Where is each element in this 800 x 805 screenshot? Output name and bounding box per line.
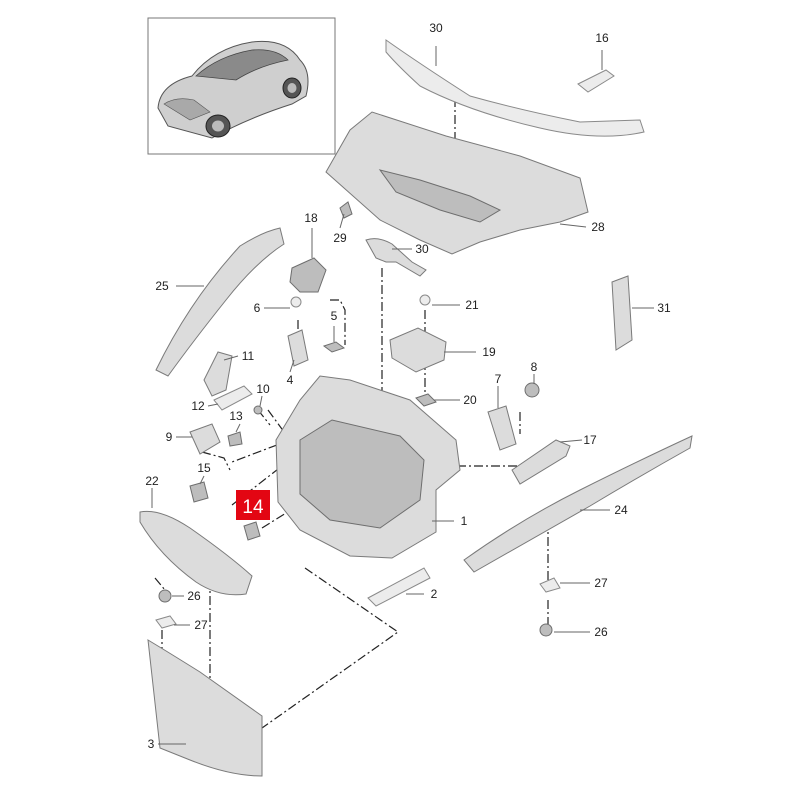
part-3-panel <box>147 639 263 777</box>
callout-10[interactable]: 10 <box>256 382 270 396</box>
part-9-latch <box>189 423 221 455</box>
part-19-support <box>389 327 447 373</box>
callout-16[interactable]: 16 <box>595 31 609 45</box>
callout-9[interactable]: 9 <box>166 430 173 444</box>
callout-5[interactable]: 5 <box>331 309 338 323</box>
callout-24[interactable]: 24 <box>614 503 628 517</box>
callout-8[interactable]: 8 <box>531 360 538 374</box>
part-25-side-trim <box>155 227 285 377</box>
part-6-screw <box>290 296 302 308</box>
part-12-plate <box>213 385 253 411</box>
highlighted-callout-14[interactable]: 14 <box>236 490 270 520</box>
callout-31[interactable]: 31 <box>657 301 671 315</box>
callout-25[interactable]: 25 <box>155 279 169 293</box>
part-30-lower-bracket <box>365 238 427 277</box>
callout-11[interactable]: 11 <box>242 349 255 363</box>
callout-14-label[interactable]: 14 <box>242 497 264 518</box>
callout-22[interactable]: 22 <box>145 474 159 488</box>
callout-4[interactable]: 4 <box>287 373 294 387</box>
callout-7[interactable]: 7 <box>495 372 502 386</box>
part-18-latch <box>289 257 327 293</box>
part-15-bracket <box>189 481 209 503</box>
part-29-clip <box>339 201 353 219</box>
part-26-fastener-right <box>539 623 553 637</box>
part-24-side-trim <box>463 435 693 573</box>
part-17-trim <box>511 439 571 485</box>
callout-15[interactable]: 15 <box>197 461 211 475</box>
callout-30-lower[interactable]: 30 <box>415 242 429 256</box>
part-26-fastener-left <box>158 589 172 603</box>
callout-17[interactable]: 17 <box>583 433 597 447</box>
part-16-bracket <box>577 69 615 93</box>
callout-19[interactable]: 19 <box>482 345 496 359</box>
part-1-luggage-tub-floor <box>299 419 425 529</box>
callout-12[interactable]: 12 <box>191 399 205 413</box>
part-8-grommet <box>524 382 540 398</box>
callout-21[interactable]: 21 <box>465 298 479 312</box>
part-10-screw <box>253 405 263 415</box>
vehicle-thumbnail <box>147 17 336 155</box>
part-31-panel <box>611 275 633 351</box>
callout-26-left[interactable]: 26 <box>187 589 201 603</box>
callout-28[interactable]: 28 <box>591 220 605 234</box>
part-7-bracket <box>487 405 517 451</box>
part-2-sill-plate <box>367 567 431 607</box>
callout-18[interactable]: 18 <box>304 211 318 225</box>
callout-20[interactable]: 20 <box>463 393 477 407</box>
callout-numbers: 30 16 18 29 30 28 25 6 21 5 19 4 11 20 1… <box>145 21 671 751</box>
part-22-cover <box>139 510 253 596</box>
callout-27-left[interactable]: 27 <box>194 618 208 632</box>
part-13-clip <box>227 431 243 447</box>
leader-lines <box>151 46 654 745</box>
callout-3[interactable]: 3 <box>148 737 155 751</box>
part-20-clip <box>415 393 437 407</box>
part-14-clip <box>243 521 261 541</box>
part-28-lining <box>325 111 589 255</box>
sports-coupe-thumbnail-icon <box>157 40 309 139</box>
part-27-clip-right <box>539 577 561 593</box>
part-21-screw <box>419 294 431 306</box>
part-5-nut <box>322 341 346 353</box>
callout-2[interactable]: 2 <box>431 587 438 601</box>
part-4-bracket <box>287 329 309 367</box>
callout-13[interactable]: 13 <box>229 409 243 423</box>
callout-30-upper[interactable]: 30 <box>429 21 443 35</box>
part-28-lining-detail <box>378 169 502 223</box>
part-11-holder <box>203 351 233 397</box>
callout-29[interactable]: 29 <box>333 231 347 245</box>
callout-26-right[interactable]: 26 <box>594 625 608 639</box>
part-27-clip-left <box>155 615 177 629</box>
callout-1[interactable]: 1 <box>461 514 468 528</box>
callout-27-right[interactable]: 27 <box>594 576 608 590</box>
part-30-upper-panel <box>385 39 645 137</box>
callout-6[interactable]: 6 <box>254 301 261 315</box>
